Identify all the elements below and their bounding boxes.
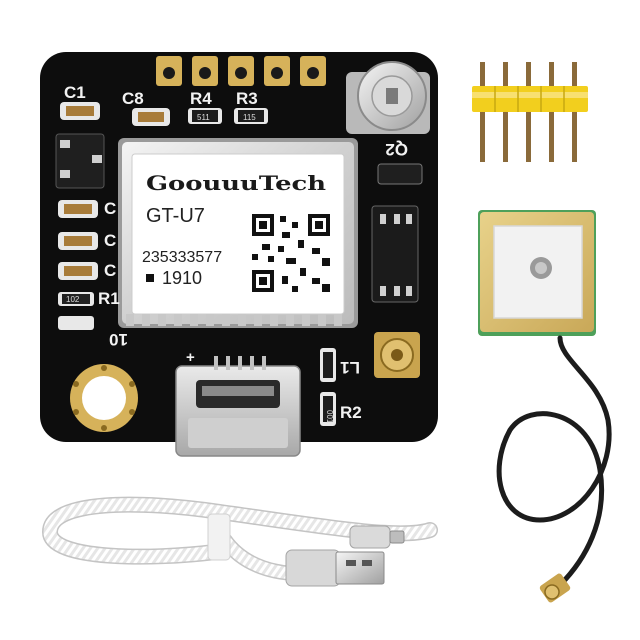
silkscreen-labels: C1 C8 R4 R3 Q2 C C C R1 10 + L1 R2 511 1… (64, 83, 408, 424)
gps-module-board: GoouuuTech GT-U7 235333577 1910 (40, 52, 438, 457)
pin-header (472, 62, 588, 162)
usb-a-plug (285, 549, 385, 587)
eeprom-chip (371, 205, 419, 303)
qr-code (250, 212, 332, 294)
ceramic-patch-antenna (478, 210, 596, 336)
top-header-pads (156, 56, 326, 86)
label-c-c: C (104, 261, 116, 280)
micro-usb-plug (349, 525, 405, 549)
micro-usb-port (175, 356, 301, 457)
cable-tie (207, 513, 231, 561)
label-c-a: C (104, 199, 116, 218)
label-r4: R4 (190, 89, 212, 108)
ufl-connector (374, 332, 420, 378)
code-r4: 511 (197, 113, 210, 122)
ufl-plug (539, 573, 571, 603)
pin1-dot (146, 274, 154, 282)
label-q2: Q2 (385, 140, 408, 159)
label-r3: R3 (236, 89, 258, 108)
transistor-q2 (377, 163, 423, 185)
label-l1: L1 (340, 358, 360, 377)
module-model: GT-U7 (146, 205, 205, 227)
code-r1: 102 (66, 295, 80, 304)
label-r2: R2 (340, 403, 362, 422)
usb-cable (41, 496, 438, 587)
left-components (55, 102, 105, 330)
module-serial: 235333577 (142, 249, 222, 266)
module-date-code: 1910 (162, 268, 202, 288)
label-c1: C1 (64, 83, 86, 102)
label-c-b: C (104, 231, 116, 250)
code-r2: 001 (325, 410, 334, 424)
backup-battery (346, 61, 430, 134)
label-c8: C8 (122, 89, 144, 108)
label-plus: + (186, 349, 195, 366)
label-10: 10 (109, 330, 128, 349)
module-brand: GoouuuTech (146, 171, 327, 195)
gnss-module-shield: GoouuuTech GT-U7 235333577 1910 (118, 138, 358, 328)
code-r3: 115 (243, 113, 256, 122)
label-r1: R1 (98, 289, 120, 308)
antenna-cable (496, 335, 612, 588)
mounting-hole (70, 364, 138, 432)
